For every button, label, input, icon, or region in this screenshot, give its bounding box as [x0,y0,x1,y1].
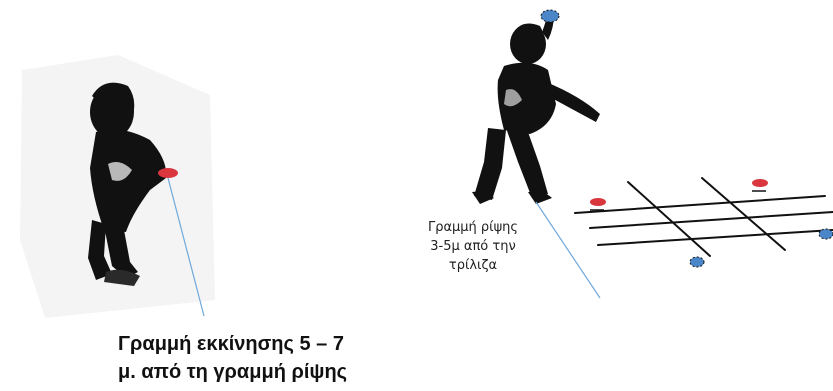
start-line-pointer [167,177,205,317]
throw-line-label-line-2: 3-5μ από την [430,239,516,254]
throw-line-label: Γραμμή ρίψης 3-5μ από την τρίλιζα [398,218,548,275]
grid-line-horizontal-2 [589,211,833,229]
grid-line-diagonal-1 [627,181,711,257]
red-marker [590,198,606,206]
child-throwing-figure [472,12,600,204]
start-line-label-line-2: μ. από τη γραμμή ρίψης [118,361,348,383]
red-rolling-disc [158,168,178,178]
start-line-label: Γραμμή εκκίνησης 5 – 7 μ. από τη γραμμή … [118,330,418,386]
start-line-label-line-1: Γραμμή εκκίνησης 5 – 7 [118,333,344,355]
grid-markers [590,179,833,268]
blue-marker [818,228,833,240]
red-marker [752,179,768,187]
throw-line-pointer [535,201,601,299]
child-bending-figure [88,82,167,286]
blue-marker [689,256,705,268]
grid-line-horizontal-1 [574,195,826,214]
blue-thrown-disc [540,9,560,23]
grid-line-horizontal-3 [597,229,833,246]
grid-line-diagonal-2 [701,177,786,251]
throw-line-label-line-1: Γραμμή ρίψης [427,220,519,235]
throw-line-label-line-3: τρίλιζα [448,258,498,273]
tic-tac-toe-grid [574,177,833,257]
